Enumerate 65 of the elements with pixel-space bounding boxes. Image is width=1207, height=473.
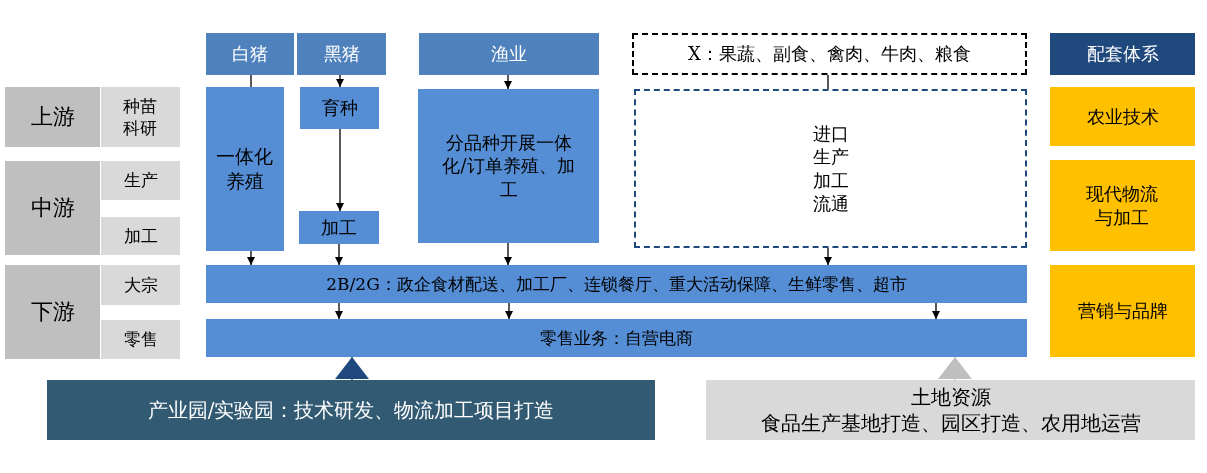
step-box <box>101 161 180 200</box>
box-text: 中游 <box>30 193 75 222</box>
box-text: 上游 <box>30 102 75 131</box>
support-box <box>1050 87 1195 146</box>
box-text: 零售业务：自营电商 <box>540 326 693 350</box>
box-text: 黑猪 <box>323 42 360 66</box>
header-box <box>1050 33 1195 75</box>
box-text: 生产 <box>123 169 158 192</box>
process-box <box>300 87 379 129</box>
arrow <box>932 302 940 320</box>
dashed-box <box>632 33 1027 75</box>
box-text: 进口生产加工流通 <box>811 121 850 216</box>
step-box <box>101 320 180 359</box>
resource-box <box>706 380 1195 440</box>
box-text: 白猪 <box>232 42 268 66</box>
box-text: 营销与品牌 <box>1077 299 1168 323</box>
support-box <box>1050 160 1195 251</box>
box-text: 土地资源 <box>910 384 991 410</box>
box-text: 加工 <box>123 224 158 248</box>
resource-box <box>47 380 655 440</box>
arrow <box>504 74 512 90</box>
box-text: 产业园/实验园：技术研发、物流加工项目打造 <box>147 397 555 423</box>
arrow <box>504 242 512 266</box>
triangle-arrow <box>335 356 369 381</box>
box-text: 加工 <box>321 215 357 240</box>
box-text: 配套体系 <box>1086 42 1159 66</box>
step-box <box>101 265 180 305</box>
arrow <box>505 302 513 320</box>
box-text: 一体化养殖 <box>215 144 275 194</box>
box-text: 大宗 <box>123 273 158 297</box>
box-text: 农业技术 <box>1086 104 1159 129</box>
triangle-arrow <box>938 356 972 381</box>
channel-bar <box>206 319 1027 357</box>
arrow <box>336 74 344 88</box>
box-text: 下游 <box>30 297 75 326</box>
box-text: 育种 <box>321 96 358 120</box>
stage-box <box>5 87 100 147</box>
arrow <box>336 128 344 212</box>
support-box <box>1050 265 1195 357</box>
stage-box <box>5 265 100 359</box>
category-box <box>206 33 294 75</box>
arrow <box>247 250 255 266</box>
step-box <box>101 217 180 255</box>
process-box <box>206 87 284 251</box>
step-box <box>101 87 180 147</box>
box-text: 渔业 <box>491 42 527 66</box>
connector-line <box>827 74 829 90</box>
arrow <box>335 243 343 266</box>
arrow <box>824 247 832 266</box>
box-text: 种苗科研 <box>122 94 159 140</box>
channel-bar <box>206 265 1027 303</box>
category-box <box>297 33 386 75</box>
dashed-box <box>634 89 1027 248</box>
category-box <box>419 33 599 75</box>
box-text: 2B/2G：政企食材配送、加工厂、连锁餐厅、重大活动保障、生鲜零售、超市 <box>326 272 907 296</box>
box-text: 现代物流与加工 <box>1085 182 1160 229</box>
arrow <box>335 302 343 320</box>
box-text: 食品生产基地打造、园区打造、农用地运营 <box>760 410 1141 436</box>
stage-box <box>5 161 100 255</box>
connector-line <box>250 74 252 88</box>
box-text: 分品种开展一体化/订单养殖、加工 <box>441 130 576 202</box>
box-text: 零售 <box>123 328 158 351</box>
box-text: X：果蔬、副食、禽肉、牛肉、粮食 <box>688 42 971 66</box>
process-box <box>299 211 379 244</box>
process-box <box>418 89 599 243</box>
